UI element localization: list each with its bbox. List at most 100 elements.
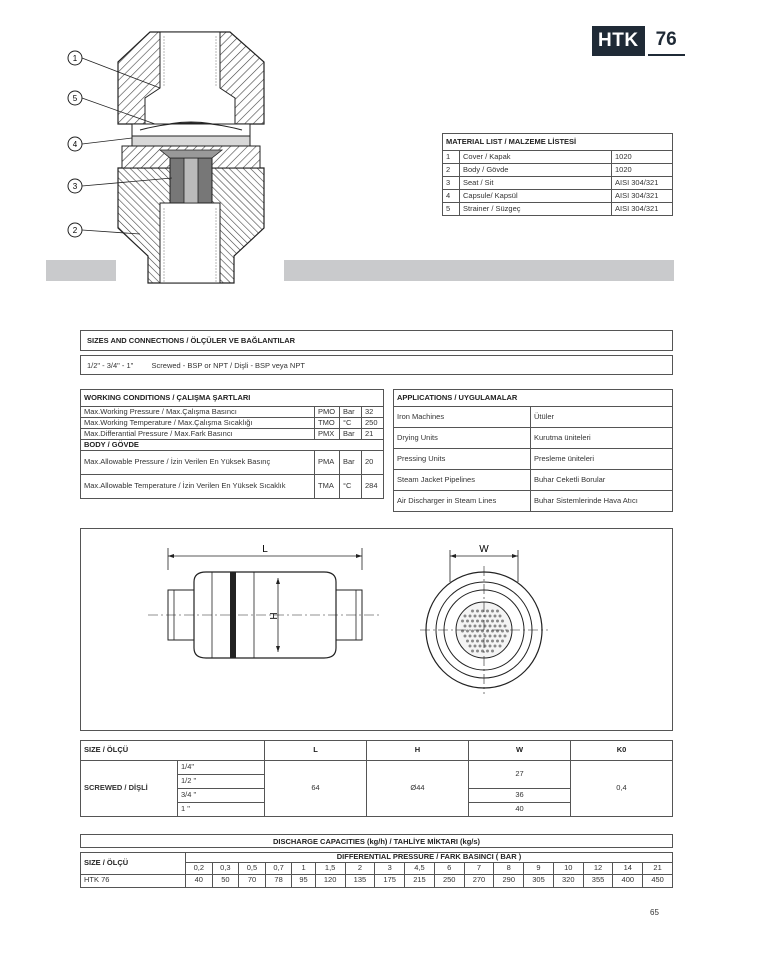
pressure-cell: 1,5 — [314, 861, 346, 875]
discharge-title: DISCHARGE CAPACITIES (kg/h) / TAHLİYE Mİ… — [80, 834, 673, 848]
sizes-row: 1/2" - 3/4" - 1" Screwed - BSP or NPT / … — [80, 355, 673, 375]
strainer-hole — [493, 624, 497, 628]
pressure-cell: 0,3 — [211, 861, 240, 875]
dimensions-table: SIZE / ÖLÇÜ L H W K0 SCREWED / DİŞLİ 1/4… — [80, 740, 673, 817]
screwed-label: SCREWED / DİŞLİ — [80, 760, 178, 817]
strainer-hole — [468, 644, 472, 648]
strainer-hole — [471, 649, 474, 653]
strainer-hole — [468, 624, 472, 628]
strainer-hole — [466, 629, 469, 633]
strainer-hole — [466, 619, 469, 623]
capacity-cell: 450 — [642, 873, 673, 888]
strainer-hole — [488, 614, 492, 618]
callout-4 — [67, 136, 83, 152]
strainer-hole — [463, 634, 467, 638]
pressure-cell: 10 — [552, 861, 584, 875]
pressure-cell: 7 — [463, 861, 495, 875]
table-row: Max.Allowable Temperature / İzin Verilen… — [80, 474, 384, 499]
dimension-drawing-frame — [80, 528, 673, 731]
capacity-cell: 78 — [264, 873, 293, 888]
strainer-hole — [503, 624, 507, 628]
strainer-hole — [501, 639, 504, 643]
capacity-cell: 120 — [314, 873, 346, 888]
strainer-hole — [463, 614, 467, 618]
table-row: Max.Differantial Pressure / Max.Fark Bas… — [80, 428, 384, 440]
strainer-hole — [496, 639, 499, 643]
dimension-label-w: W — [479, 544, 489, 555]
capacity-cell: 320 — [552, 873, 584, 888]
dimension-label-l: L — [262, 544, 268, 555]
strainer-hole — [473, 624, 477, 628]
capacity-cell: 95 — [291, 873, 316, 888]
strainer-hole — [471, 619, 474, 623]
strainer-hole — [468, 614, 472, 618]
pressure-cell: 4,5 — [404, 861, 435, 875]
pressure-cell: 8 — [493, 861, 525, 875]
strainer-hole — [491, 639, 494, 643]
size-header: SIZE / ÖLÇÜ — [80, 740, 265, 761]
strainer-hole — [498, 624, 502, 628]
strainer-hole — [491, 649, 494, 653]
callout-label: 1 — [73, 54, 78, 63]
strainer-hole — [476, 639, 479, 643]
strainer-hole — [486, 619, 489, 623]
applications-title: APPLICATIONS / UYGULAMALAR — [393, 389, 673, 407]
strainer-hole — [473, 614, 477, 618]
strainer-hole — [461, 619, 464, 623]
strainer-hole — [491, 619, 494, 623]
strainer-hole — [481, 609, 484, 613]
callout-label: 2 — [73, 226, 78, 235]
strainer-hole — [471, 609, 474, 613]
capacity-cell: 270 — [463, 873, 495, 888]
strainer-hole — [476, 619, 479, 623]
discharge-size-header: SIZE / ÖLÇÜ — [80, 852, 186, 875]
grey-bar-right — [284, 260, 674, 281]
callout-label: 3 — [73, 182, 78, 191]
page-number: 65 — [650, 908, 659, 917]
cross-section-drawing: 1 5 4 3 2 — [67, 31, 265, 284]
strainer-hole — [486, 639, 489, 643]
table-row: Max.Allowable Pressure / İzin Verilen En… — [80, 450, 384, 475]
strainer-hole — [476, 649, 479, 653]
strainer-hole — [471, 639, 474, 643]
table-row: SCREWED / DİŞLİ 1/4" 64 Ø44 27 0,4 — [80, 760, 673, 817]
dimension-label-h: H — [269, 612, 280, 619]
brand-prefix: HTK — [592, 26, 645, 56]
strainer-hole — [498, 634, 502, 638]
table-row: Max.Working Temperature / Max.Çalışma Sı… — [80, 417, 384, 429]
callout-1 — [67, 50, 83, 66]
capacity-cell: 215 — [404, 873, 435, 888]
capacity-cell: 400 — [612, 873, 644, 888]
pressure-cell: 0,2 — [185, 861, 213, 875]
strainer-hole — [503, 634, 507, 638]
strainer-hole — [501, 619, 504, 623]
strainer-hole — [493, 634, 497, 638]
connection-text: Screwed - BSP or NPT / Dişli - BSP veya … — [151, 361, 305, 370]
sizes-text: 1/2" - 3/4" - 1" — [87, 361, 134, 370]
strainer-hole — [486, 649, 489, 653]
working-title: WORKING CONDITIONS / ÇALIŞMA ŞARTLARI — [80, 389, 384, 407]
strainer-hole — [473, 634, 477, 638]
table-row: 1 "40 — [81, 802, 673, 817]
material-list-title: MATERIAL LIST / MALZEME LİSTESİ — [442, 133, 673, 151]
pressure-cell: 12 — [582, 861, 614, 875]
pressure-header: DIFFERENTIAL PRESSURE / FARK BASINCI ( B… — [185, 852, 673, 863]
pressure-cell: 14 — [612, 861, 644, 875]
capacity-cell: 40 — [185, 873, 213, 888]
strainer-hole — [498, 644, 502, 648]
pressure-cell: 0,7 — [264, 861, 293, 875]
capacity-cell: 70 — [238, 873, 266, 888]
pressure-cell: 9 — [523, 861, 554, 875]
working-conditions-table: WORKING CONDITIONS / ÇALIŞMA ŞARTLARI Ma… — [80, 389, 384, 499]
strainer-hole — [493, 614, 497, 618]
strainer-holes — [461, 609, 509, 653]
strainer-hole — [498, 614, 502, 618]
strainer-hole — [483, 634, 487, 638]
